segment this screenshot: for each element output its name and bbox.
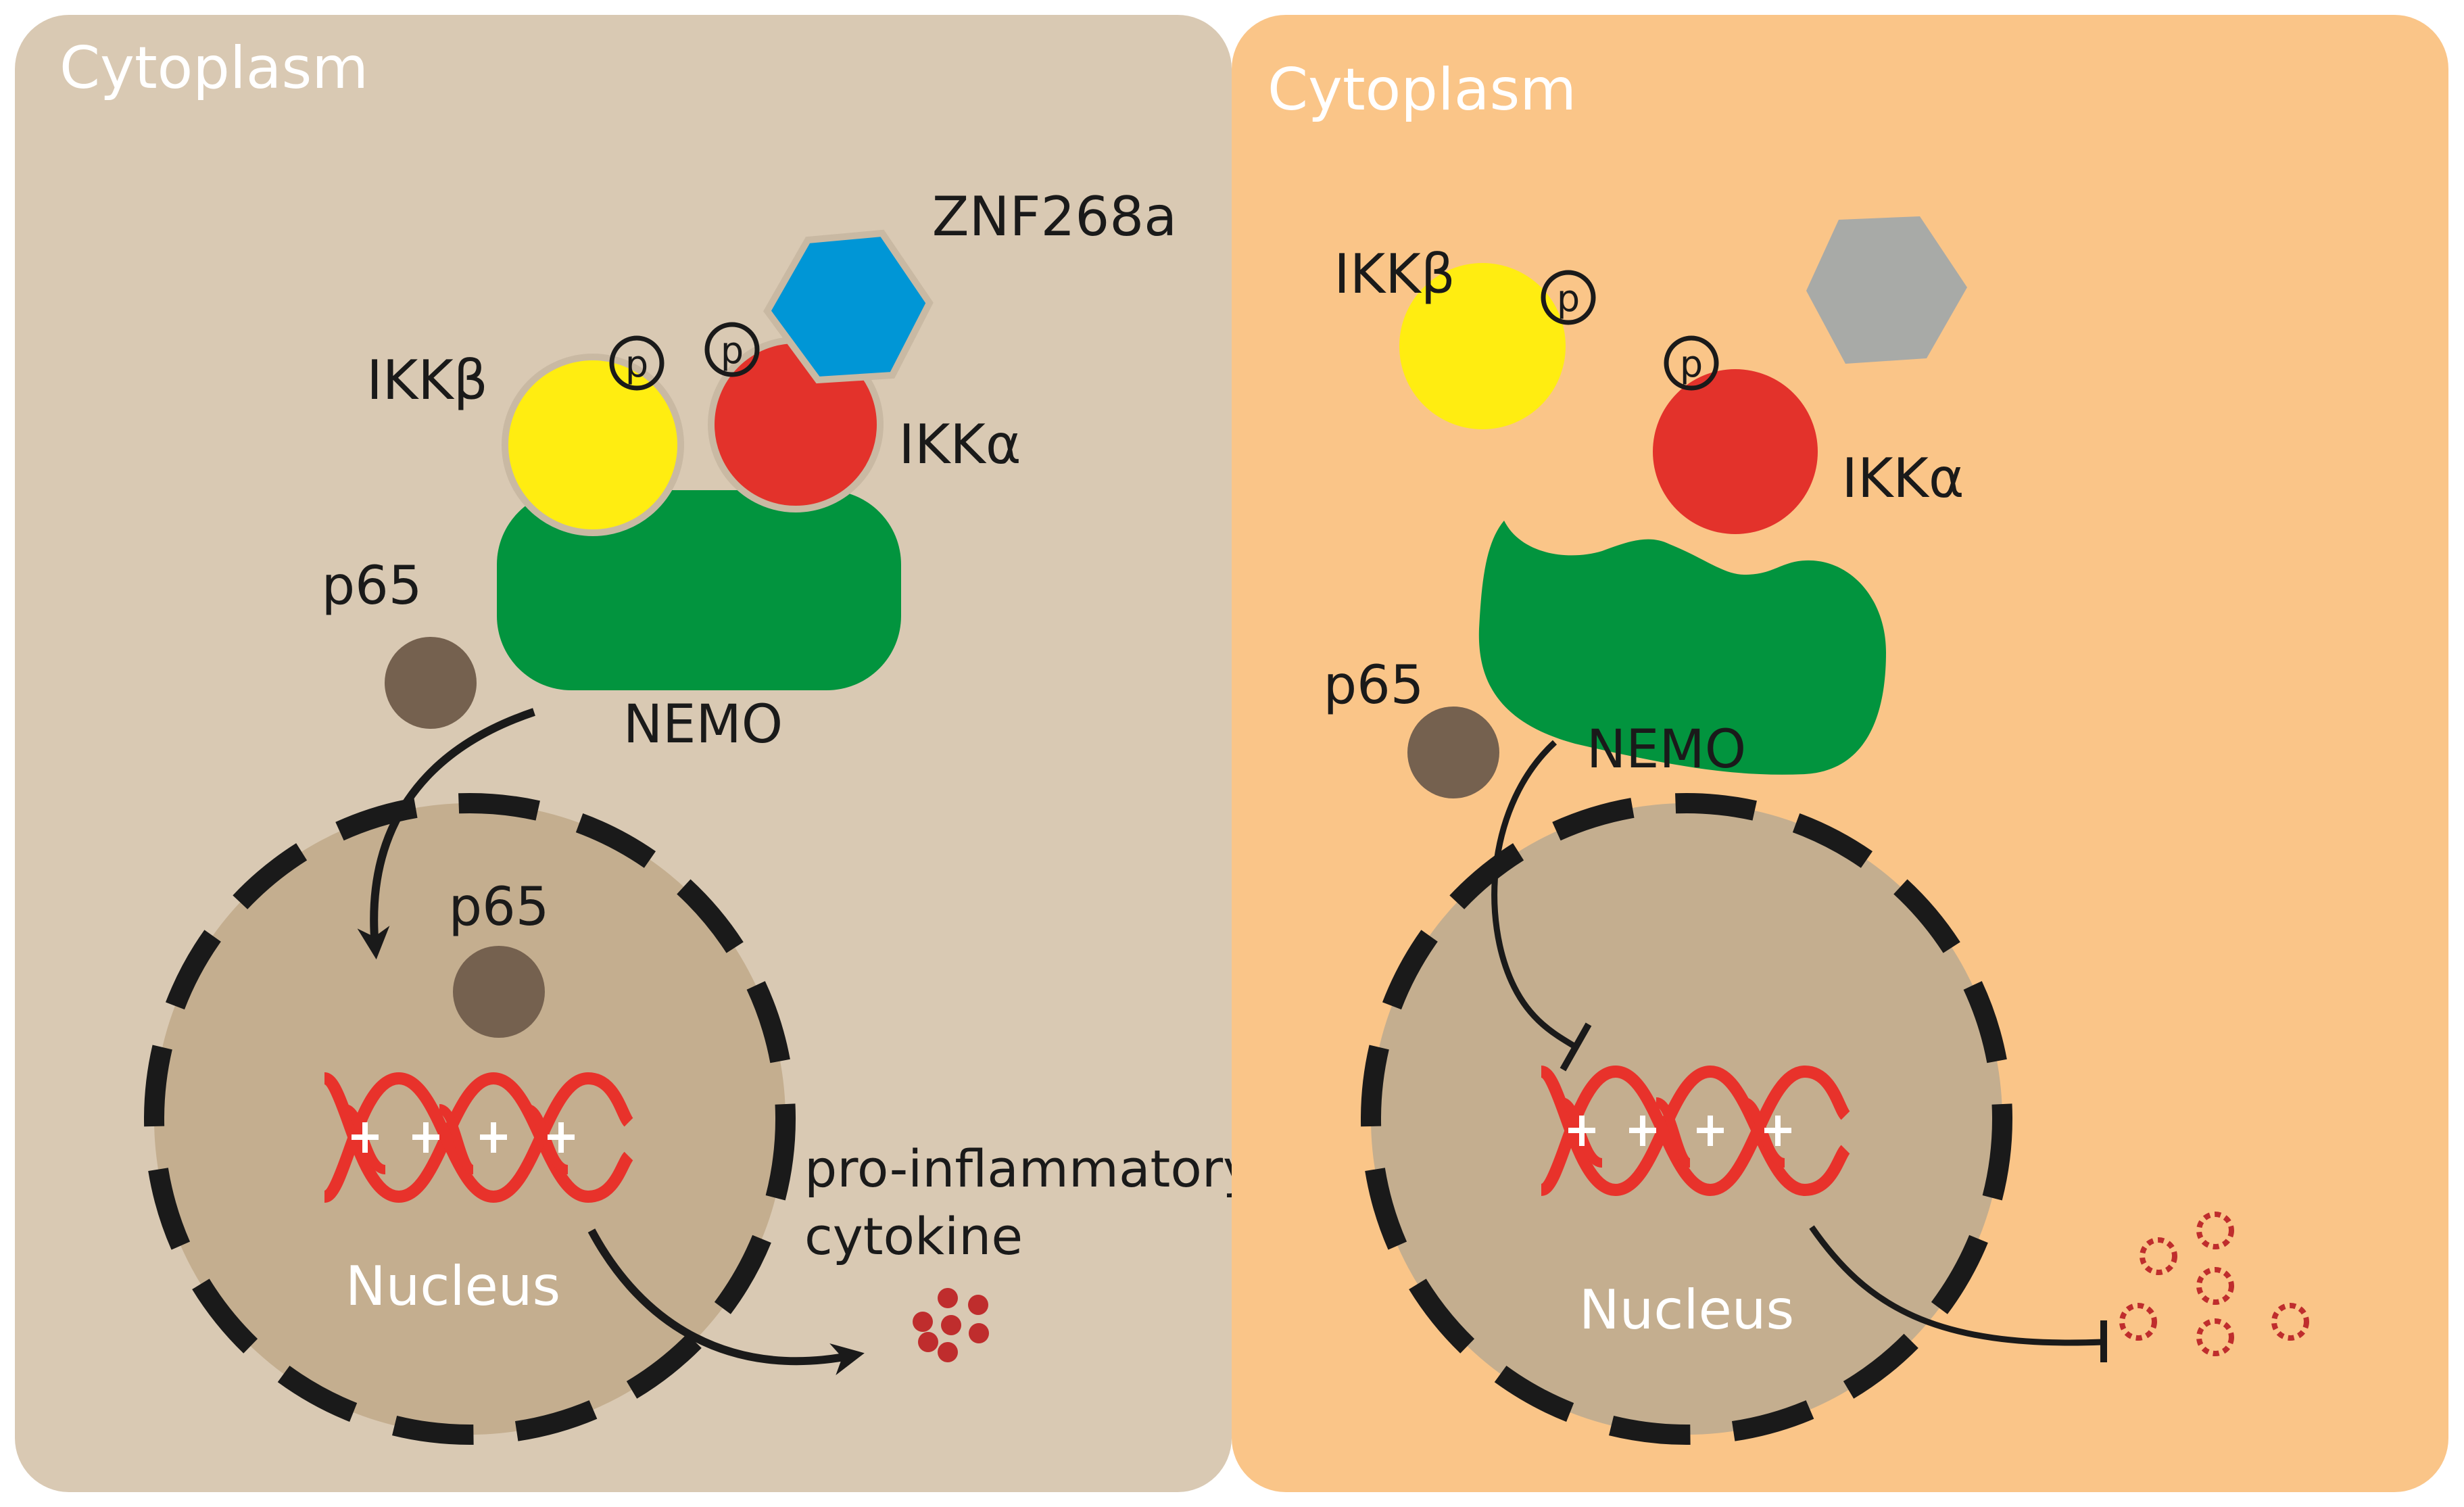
right-dna-icon [1539,1065,1851,1197]
right-phospho-label-1: p [1557,277,1580,320]
left-nuclear-p65 [453,946,545,1038]
left-nemo [497,490,901,690]
right-p65-label: p65 [1324,655,1424,716]
right-phospho-marker-ikk-beta: p [1541,270,1596,325]
right-ikk-alpha [1653,369,1818,534]
right-inhibited-translocation-icon [1491,740,1577,1049]
right-inhibit-bar-1-icon [1560,1022,1592,1072]
right-inhibited-secretion-icon [1809,1225,2103,1346]
right-phospho-label-2: p [1680,343,1703,385]
left-nuclear-p65-label: p65 [449,877,550,938]
right-nemo [1478,521,1886,775]
left-nucleus [144,793,796,1445]
right-znf268a-absent-hexagon [1806,216,1967,364]
left-phospho-marker-ikk-beta: p [609,335,665,391]
left-znf268a-hexagon [763,229,934,384]
left-cytoplasmic-p65 [385,637,477,729]
left-p65-label: p65 [322,556,422,617]
left-phospho-label-2: p [721,329,744,372]
left-panel: Cytoplasm Nucleus p65 NEMO IKKβ IKKα ZNF… [15,15,1253,1492]
left-cytokine-label-line1: pro-inflammatory [804,1139,1253,1199]
left-cytokine-cluster-icon [913,1288,989,1362]
left-ikk-alpha-label: IKKα [898,413,1021,476]
left-cytokine-label-line2: cytokine [804,1206,1023,1266]
left-phospho-label-1: p [625,343,648,385]
left-translocation-arrow-icon [357,708,535,960]
right-cytoplasm-label: Cytoplasm [1267,56,1576,124]
right-nucleus-label: Nucleus [1579,1278,1794,1341]
right-nemo-label: NEMO [1587,719,1746,780]
left-znf268a-label: ZNF268a [932,185,1177,248]
right-ikk-beta [1399,263,1566,429]
right-phospho-marker-ikk-alpha: p [1664,335,1719,391]
left-ikk-beta-label: IKKβ [366,349,488,412]
left-phospho-marker-ikk-alpha: p [704,322,760,377]
right-cytoplasmic-p65 [1407,707,1499,798]
right-ikk-beta-label: IKKβ [1334,243,1455,306]
right-ikk-alpha-label: IKKα [1841,447,1964,510]
left-ikk-beta [502,354,684,536]
right-panel: Cytoplasm Nucleus NEMO IKKβ IKKα p p [1232,15,2448,1492]
right-nucleus [1361,793,2012,1445]
left-dna-icon [322,1072,634,1203]
right-cytokine-absent-icons [2119,1212,2309,1356]
left-cytoplasm-label: Cytoplasm [59,34,368,102]
left-nemo-label: NEMO [623,694,783,755]
left-secretion-arrow-icon [587,1228,865,1376]
left-nucleus-label: Nucleus [345,1255,560,1318]
